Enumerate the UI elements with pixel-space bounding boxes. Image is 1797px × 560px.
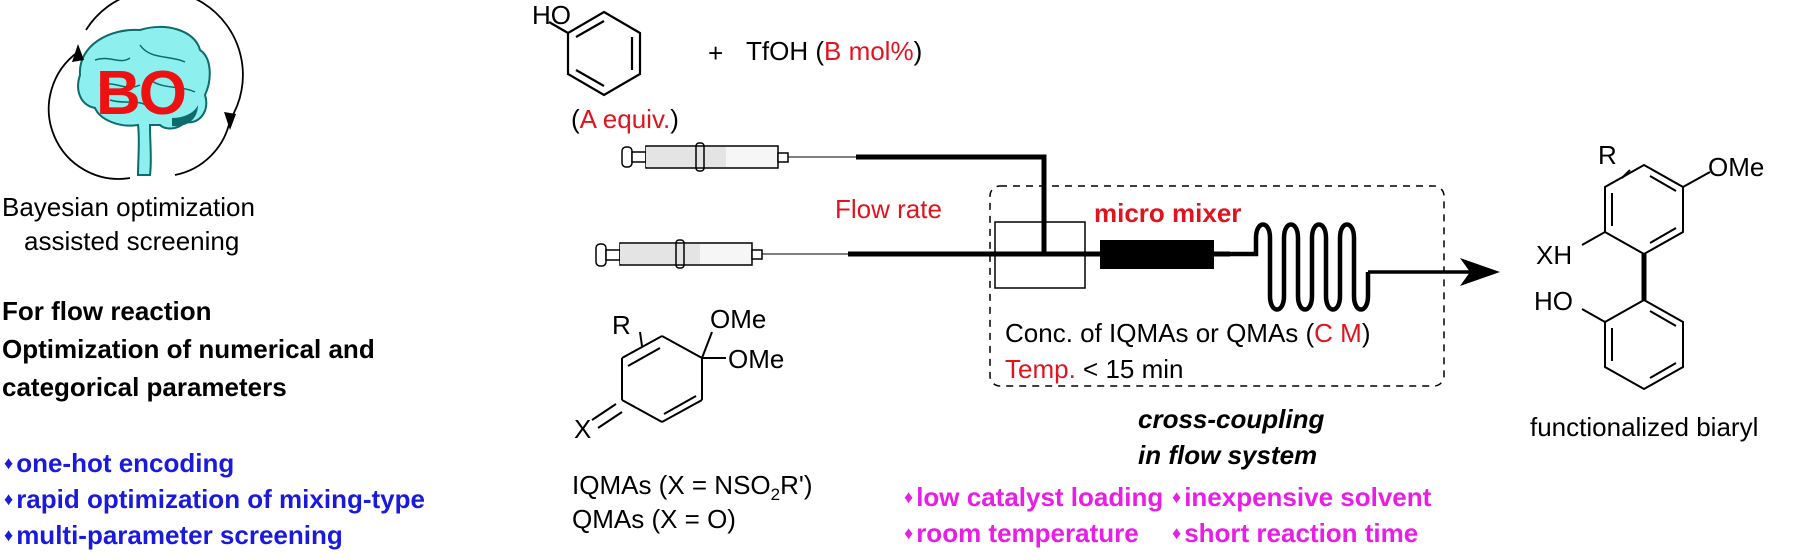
diamond-icon: ♦	[4, 525, 14, 545]
flow-rate-label: Flow rate	[835, 194, 942, 224]
param-b: B mol%	[824, 36, 914, 66]
param-a: A equiv.	[579, 104, 671, 134]
conc-label: Conc. of IQMAs or QMAs (C M)	[1005, 318, 1371, 348]
reactor-boundary	[989, 185, 1445, 387]
phenol-structure	[548, 10, 642, 97]
phenol-amount-label: (A equiv.)	[571, 104, 679, 134]
reaction-coil	[1228, 222, 1371, 312]
qmas-label: QMAs (X = O)	[572, 504, 736, 534]
substrate-ome2: OMe	[728, 344, 785, 374]
process-line2: in flow system	[1138, 440, 1318, 470]
advantage-bullet: ♦room temperature	[904, 518, 1139, 548]
substrate-structure	[591, 331, 726, 429]
param-c: C M	[1314, 318, 1362, 348]
outlet-arrowhead	[1460, 258, 1500, 286]
advantage-bullet: ♦short reaction time	[1172, 518, 1419, 548]
diamond-icon: ♦	[904, 487, 914, 507]
substrate-r-label: R	[612, 310, 631, 340]
param-temp: Temp.	[1005, 354, 1076, 384]
plus-sign: +	[708, 38, 724, 68]
advantage-bullet: ♦low catalyst loading	[904, 482, 1164, 512]
feature-bullet: ♦one-hot encoding	[4, 448, 235, 478]
tfoh-label: TfOH (B mol%)	[746, 36, 923, 66]
substrate-ome1: OMe	[710, 304, 767, 334]
logo-caption-line1: Bayesian optimization	[2, 192, 255, 222]
diamond-icon: ♦	[1172, 523, 1182, 543]
product-ho-label: HO	[1534, 286, 1573, 316]
product-r-label: R	[1598, 140, 1617, 170]
brain-icon	[77, 25, 211, 176]
logo-caption-line2: assisted screening	[24, 226, 240, 256]
process-line1: cross-coupling	[1138, 404, 1325, 434]
panel-heading-line3: categorical parameters	[2, 372, 287, 402]
temp-time-label: Temp. < 15 min	[1005, 354, 1184, 384]
feature-bullet: ♦multi-parameter screening	[4, 520, 343, 550]
product-ome-label: OMe	[1708, 152, 1765, 182]
micro-mixer-block	[1100, 240, 1214, 269]
syringe-bottom	[595, 239, 848, 269]
panel-heading-line1: For flow reaction	[2, 296, 212, 326]
cycle-arc-right	[85, 0, 244, 176]
micro-mixer-label: micro mixer	[1094, 198, 1242, 228]
iqmas-label: IQMAs (X = NSO2R')	[572, 470, 813, 505]
diamond-icon: ♦	[4, 489, 14, 509]
bo-logo-text: BO	[96, 59, 187, 128]
product-xh-label: XH	[1536, 240, 1573, 270]
cycle-arrowhead-up	[72, 44, 84, 62]
phenol-ho-label: HO	[532, 0, 571, 30]
diamond-icon: ♦	[904, 523, 914, 543]
t-mixer	[994, 221, 1086, 289]
panel-heading-line2: Optimization of numerical and	[2, 334, 375, 364]
syringe-top	[621, 142, 856, 172]
feature-bullet: ♦rapid optimization of mixing-type	[4, 484, 425, 514]
cycle-arc-left	[47, 51, 131, 180]
diamond-icon: ♦	[4, 453, 14, 473]
product-structure	[1581, 163, 1711, 391]
advantage-bullet: ♦inexpensive solvent	[1172, 482, 1432, 512]
cycle-arrowhead-down	[224, 112, 236, 130]
product-caption: functionalized biaryl	[1530, 412, 1759, 442]
substrate-x-label: X	[574, 414, 592, 444]
bo-logo	[47, 0, 244, 180]
diamond-icon: ♦	[1172, 487, 1182, 507]
